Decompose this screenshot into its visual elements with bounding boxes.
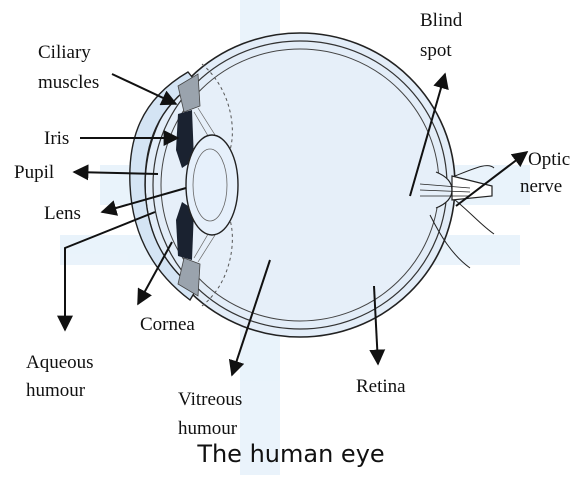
label-aqueous-1: Aqueous: [26, 352, 94, 373]
label-iris: Iris: [44, 128, 69, 149]
eyeball: [130, 33, 494, 337]
label-vitreous-2: humour: [178, 418, 238, 439]
label-ciliary-1: Ciliary: [38, 42, 91, 63]
label-blind-2: spot: [420, 40, 452, 61]
label-pupil: Pupil: [14, 162, 54, 183]
label-aqueous-2: humour: [26, 380, 86, 401]
label-blind-1: Blind: [420, 10, 463, 31]
label-optic-1: Optic: [528, 149, 570, 170]
lens: [186, 135, 238, 235]
nerve-sheath-bottom: [455, 200, 494, 234]
label-retina: Retina: [356, 376, 406, 397]
label-optic-2: nerve: [520, 176, 562, 197]
label-vitreous-1: Vitreous: [178, 389, 242, 410]
diagram-caption: The human eye: [196, 440, 384, 468]
label-cornea: Cornea: [140, 314, 195, 335]
label-ciliary-2: muscles: [38, 72, 99, 93]
label-lens: Lens: [44, 203, 81, 224]
